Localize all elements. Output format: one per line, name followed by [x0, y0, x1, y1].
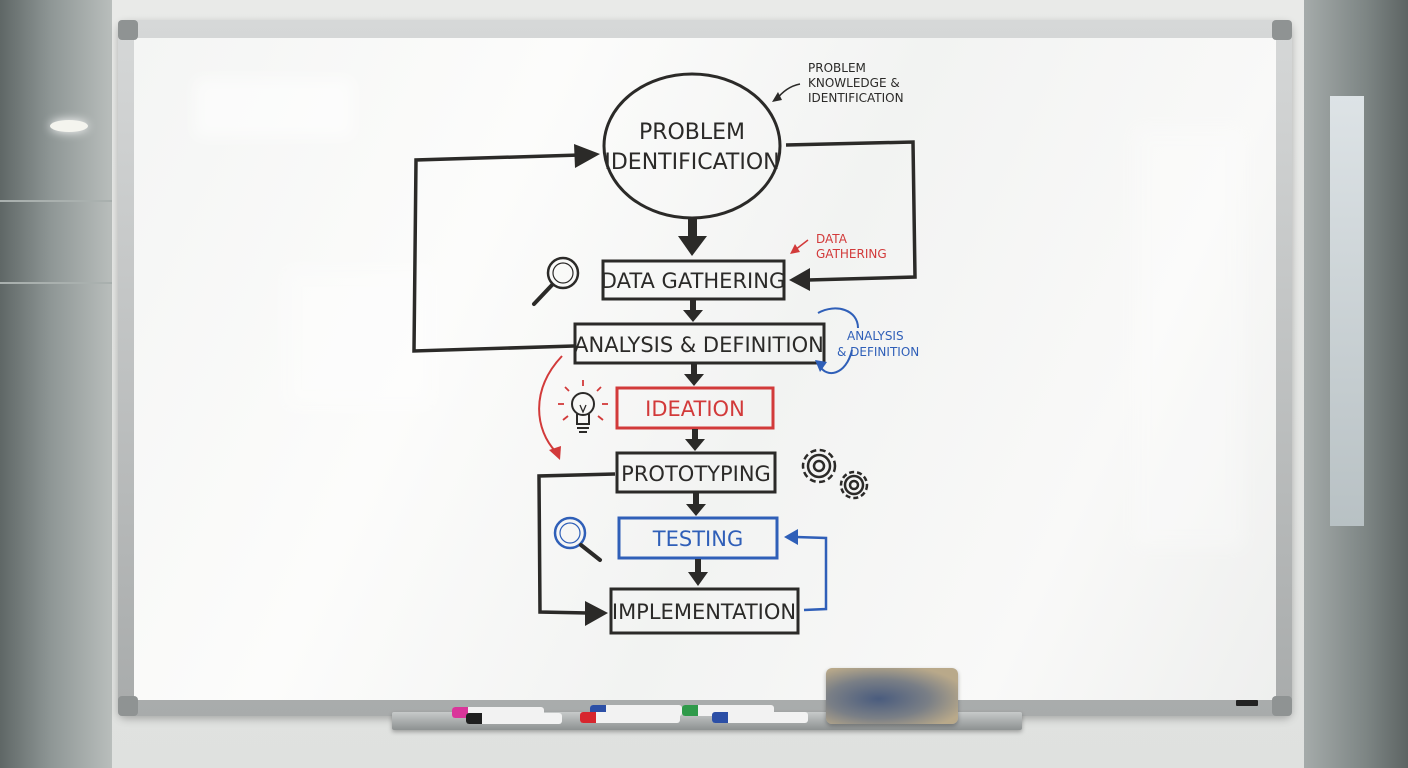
- annotation-text: DATA: [816, 232, 848, 246]
- marker-cap: [580, 712, 596, 723]
- arrow-testing-to-implementation: [688, 559, 708, 586]
- room-left-background: [0, 0, 112, 768]
- window: [1330, 96, 1364, 526]
- annotation-text: KNOWLEDGE &: [808, 76, 900, 90]
- whiteboard-surface: [134, 38, 1276, 700]
- node-label: IDEATION: [645, 397, 745, 421]
- magnifier-icon: [532, 256, 580, 306]
- annotation-problem-note: PROBLEM KNOWLEDGE & IDENTIFICATION: [772, 61, 904, 105]
- marker-cap: [452, 707, 468, 718]
- node-ideation: IDEATION: [615, 386, 775, 430]
- down-arrows: [678, 218, 708, 586]
- node-label: TESTING: [652, 527, 743, 551]
- glare: [194, 78, 354, 138]
- marker-red[interactable]: [580, 712, 680, 723]
- marker-blue[interactable]: [712, 712, 808, 723]
- board-brand-label: [1236, 700, 1258, 706]
- node-analysis-definition: ANALYSIS & DEFINITION: [573, 322, 826, 365]
- glass-divider: [0, 282, 112, 284]
- gears-icon: [801, 448, 869, 500]
- frame-corner: [118, 696, 138, 716]
- frame-corner: [1272, 20, 1292, 40]
- node-implementation: IMPLEMENTATION: [609, 587, 800, 635]
- marker-black[interactable]: [466, 713, 562, 724]
- arrow-data-to-analysis: [683, 300, 703, 322]
- marker-magenta[interactable]: [452, 707, 544, 718]
- marker-cap: [590, 705, 606, 716]
- whiteboard-eraser[interactable]: [826, 668, 958, 724]
- arrow-ideation-to-prototyping: [685, 429, 705, 451]
- lightbulb-icon: [558, 380, 608, 433]
- arrow-analysis-to-ideation: [684, 364, 704, 386]
- node-prototyping: PROTOTYPING: [615, 451, 777, 494]
- arrow-problem-to-data: [678, 218, 707, 256]
- annotation-text: IDENTIFICATION: [808, 91, 904, 105]
- glare: [1134, 128, 1244, 548]
- annotation-text: ANALYSIS: [847, 329, 904, 343]
- red-curved-arrow: [538, 355, 563, 460]
- annotation-data-note: DATA GATHERING: [790, 232, 887, 261]
- annotation-text: GATHERING: [816, 247, 887, 261]
- node-label: IDENTIFICATION: [604, 150, 779, 175]
- magnifier-blue-icon: [553, 516, 602, 562]
- annotation-analysis-note: ANALYSIS & DEFINITION: [837, 329, 919, 359]
- marker-blue-back[interactable]: [590, 705, 682, 716]
- node-testing: TESTING: [617, 516, 779, 560]
- loop-implementation-to-testing: [784, 529, 828, 612]
- loop-prototyping-to-implementation: [537, 472, 616, 626]
- annotation-text: & DEFINITION: [837, 345, 919, 359]
- node-label: DATA GATHERING: [601, 269, 785, 293]
- annotation-text: PROBLEM: [808, 61, 866, 75]
- arrow-prototyping-to-testing: [686, 493, 706, 516]
- marker-cap: [712, 712, 728, 723]
- glass-divider: [0, 200, 112, 202]
- node-problem-identification: PROBLEM IDENTIFICATION: [602, 72, 782, 220]
- node-label: PROBLEM: [639, 120, 745, 145]
- frame-corner: [118, 20, 138, 40]
- node-label: ANALYSIS & DEFINITION: [574, 333, 824, 357]
- node-label: PROTOTYPING: [621, 462, 771, 486]
- loop-problem-to-data: [785, 140, 917, 291]
- marker-cap: [466, 713, 482, 724]
- marker-green[interactable]: [682, 705, 774, 716]
- node-data-gathering: DATA GATHERING: [601, 259, 786, 301]
- loop-analysis-to-problem: [412, 144, 600, 353]
- room-right-background: [1304, 0, 1408, 768]
- glare: [284, 268, 434, 408]
- ceiling-light: [50, 120, 88, 132]
- node-label: IMPLEMENTATION: [612, 600, 796, 624]
- frame-corner: [1272, 696, 1292, 716]
- blue-cycle-arrow: [815, 307, 859, 375]
- marker-cap: [682, 705, 698, 716]
